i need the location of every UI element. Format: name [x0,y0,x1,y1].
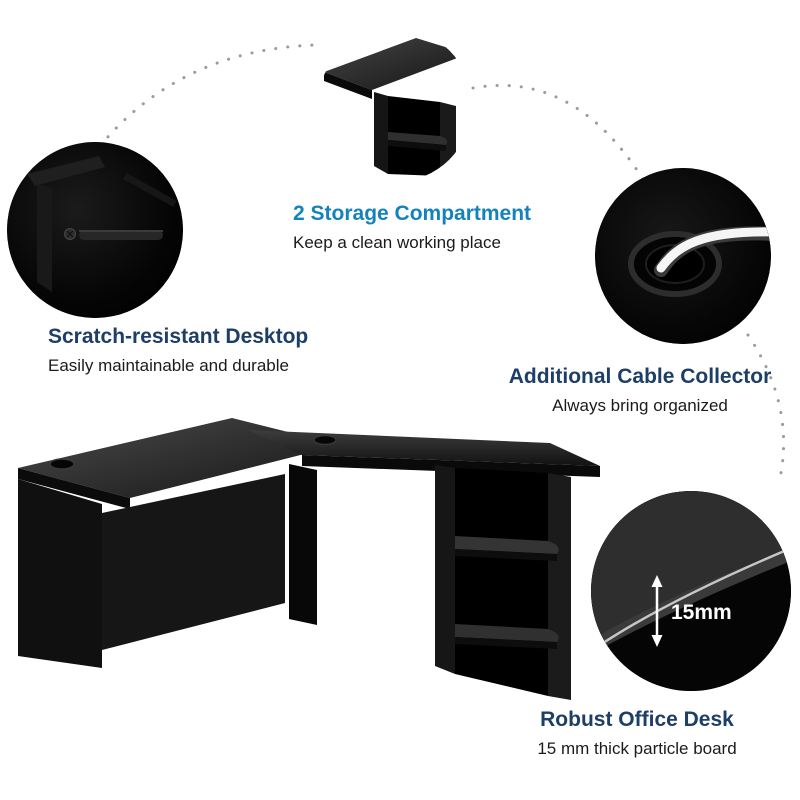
upper-shelf [455,536,559,554]
desktop-top [324,38,468,90]
dotted-arc-left-to-storage [98,43,317,148]
scratch-detail-photo [7,142,183,318]
board-edge-band [591,546,791,657]
dotted-arc-cable-to-thickness [746,333,786,480]
double-arrow-icon [651,575,663,647]
feature-cable: Additional Cable Collector Always bring … [500,365,780,417]
feature-scratch: Scratch-resistant Desktop Easily maintai… [48,325,358,377]
left-leg-panel [18,479,102,668]
panel-edge [27,156,105,186]
upper-shelf-edge [455,549,557,561]
feature-title: Robust Office Desk [540,708,734,731]
feature-subtitle: 15 mm thick particle board [537,739,737,759]
right-desktop-edge [302,455,600,477]
board-edge-highlight [596,547,790,649]
panel-side [37,184,52,292]
feature-title: Additional Cable Collector [508,365,772,388]
shelf-unit-interior [455,468,548,696]
storage-detail-photo [318,28,472,182]
thickness-label: 15mm [671,601,732,624]
feature-subtitle: Keep a clean working place [293,233,501,253]
shelf-left-panel [374,92,388,174]
feature-robust: Robust Office Desk 15 mm thick particle … [512,708,762,760]
feature-storage: 2 Storage Compartment Keep a clean worki… [293,202,593,254]
cable-detail-photo [595,168,771,344]
lower-shelf-edge [455,637,557,649]
lower-shelf [455,624,559,642]
left-desktop-top [18,418,340,498]
desk-product-photo [18,418,600,700]
shelf-unit-right-panel [548,473,571,700]
thickness-detail-photo: 15mm [591,491,791,691]
desktop-edge [324,72,372,99]
middle-shelf-edge [388,140,446,151]
feature-title: 2 Storage Compartment [293,202,532,225]
feature-subtitle: Easily maintainable and durable [48,356,289,376]
left-desktop-edge [18,468,130,509]
modesty-panel [102,474,285,650]
board-top-surface [591,491,791,643]
feature-title: Scratch-resistant Desktop [48,325,309,348]
middle-leg-panel [289,464,317,625]
screw-cross [66,230,74,238]
left-grommet-hole [49,458,75,470]
dotted-arc-storage-to-cable [471,83,643,178]
feature-subtitle: Always bring organized [552,396,728,416]
shelf-edge [79,230,163,240]
faint-streak [123,172,177,208]
cable-graphic [656,227,771,273]
shelf-unit-left-panel [435,465,455,674]
middle-shelf [388,132,448,145]
right-grommet-hole [313,434,337,446]
